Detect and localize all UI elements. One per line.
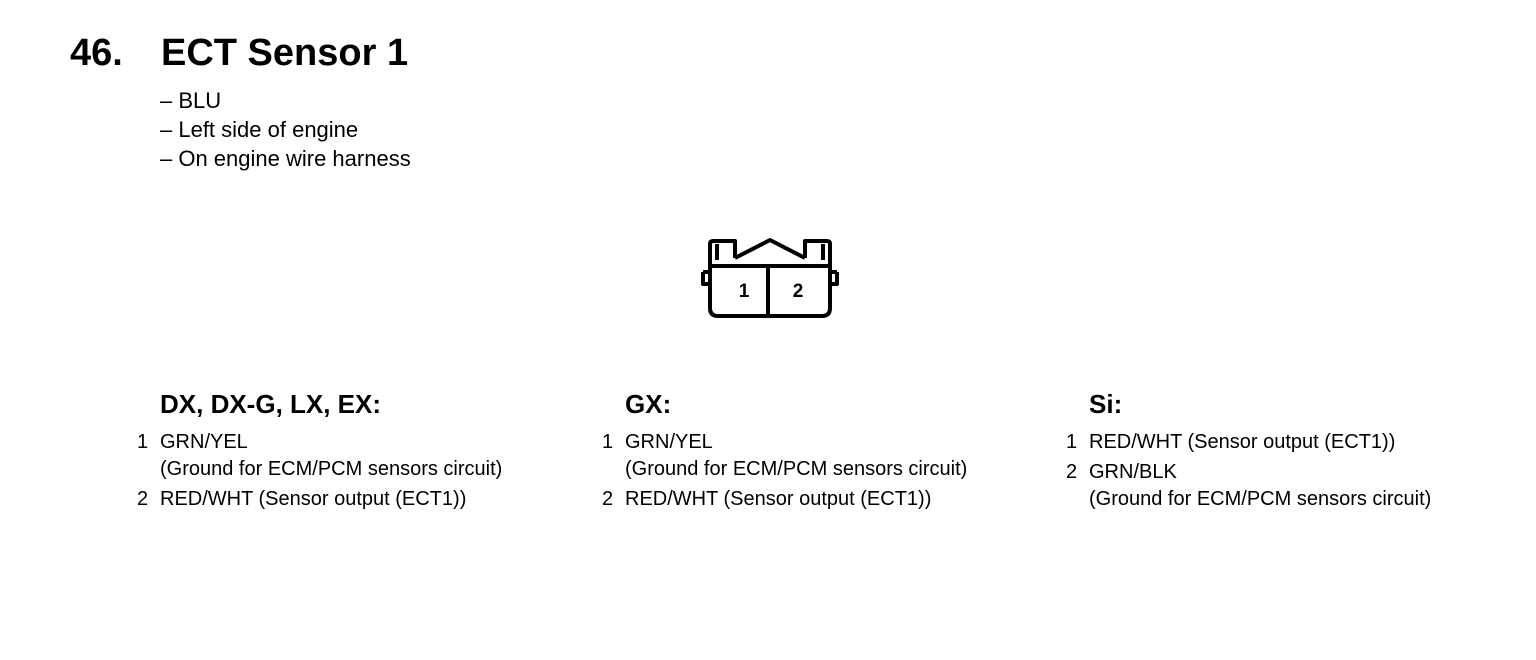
pin-wire: GRN/YEL (160, 431, 248, 453)
pin-wire: RED/WHT (Sensor output (ECT1)) (625, 488, 932, 510)
pin-number: 2 (137, 488, 149, 510)
connector-key (734, 238, 806, 260)
note-harness: – On engine wire harness (160, 146, 411, 171)
pin-entry: 1 RED/WHT (Sensor output (ECT1)) (1066, 429, 1396, 456)
section-number: 46. (70, 32, 123, 74)
pin-description: (Ground for ECM/PCM sensors circuit) (160, 458, 503, 480)
note-color: – BLU (160, 88, 222, 113)
pin-entry: 1 GRN/YEL (Ground for ECM/PCM sensors ci… (602, 429, 968, 483)
pin-number: 1 (137, 431, 149, 453)
pin-entry: 2 RED/WHT (Sensor output (ECT1)) (602, 486, 932, 513)
pin-wire: RED/WHT (Sensor output (ECT1)) (160, 488, 467, 510)
pin-entry: 1 GRN/YEL (Ground for ECM/PCM sensors ci… (137, 429, 503, 483)
pin-number: 1 (602, 431, 614, 453)
section-title: ECT Sensor 1 (161, 32, 409, 74)
connector-diagram: 1 2 (701, 238, 839, 318)
pin-description: (Ground for ECM/PCM sensors circuit) (1089, 488, 1432, 510)
pin-number: 2 (602, 488, 614, 510)
pin-wire: GRN/YEL (625, 431, 713, 453)
connector-left-latch (708, 239, 737, 272)
connector-pin-1: 1 (739, 281, 750, 302)
pin-wire: RED/WHT (Sensor output (ECT1)) (1089, 431, 1396, 453)
note-location: – Left side of engine (160, 117, 359, 142)
pin-entry: 2 RED/WHT (Sensor output (ECT1)) (137, 486, 467, 513)
pin-entry: 2 GRN/BLK (Ground for ECM/PCM sensors ci… (1066, 459, 1432, 513)
variant-title: DX, DX-G, LX, EX: (160, 389, 382, 419)
pin-wire: GRN/BLK (1089, 461, 1177, 483)
pin-description: (Ground for ECM/PCM sensors circuit) (625, 458, 968, 480)
pin-number: 1 (1066, 431, 1078, 453)
connector-right-latch (803, 239, 832, 272)
variant-title: GX: (625, 389, 672, 419)
section-notes: – BLU – Left side of engine – On engine … (160, 86, 411, 173)
pin-number: 2 (1066, 461, 1078, 483)
variant-title: Si: (1089, 389, 1123, 419)
connector-pin-2: 2 (793, 281, 804, 302)
